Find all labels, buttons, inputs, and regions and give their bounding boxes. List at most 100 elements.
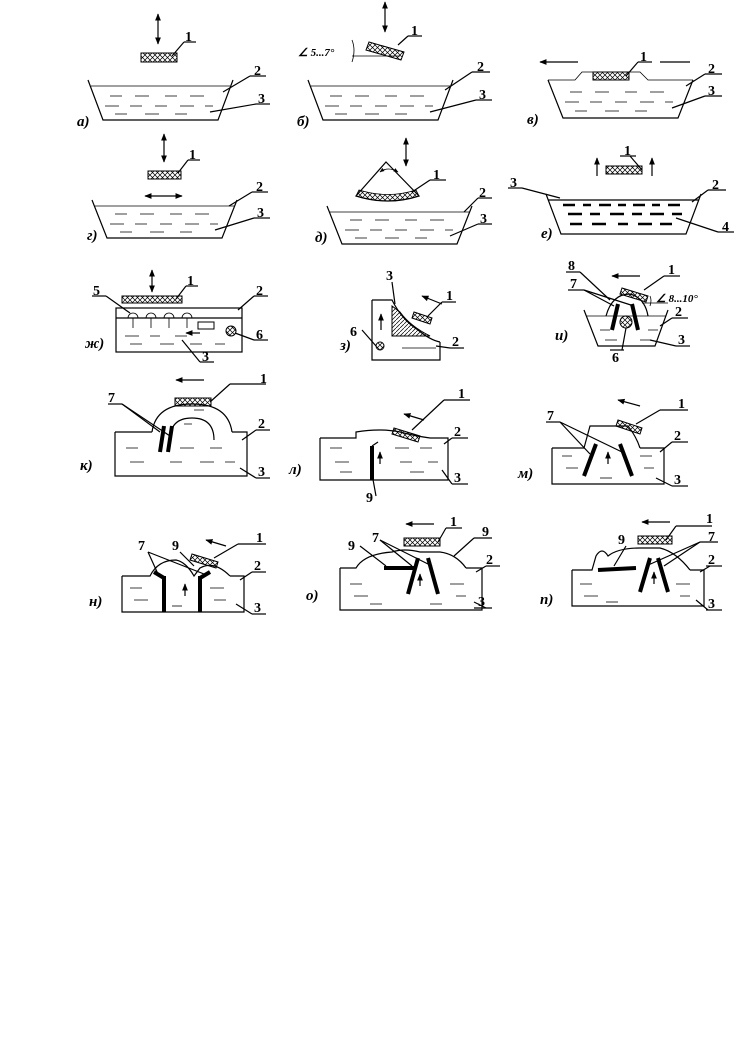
guide-blade <box>638 557 652 593</box>
bath <box>307 79 454 121</box>
callout-number: 4 <box>722 220 729 235</box>
bubble-row <box>127 312 193 328</box>
callout-number: 3 <box>386 269 393 284</box>
bath <box>91 199 238 239</box>
callout-number: 2 <box>675 305 682 320</box>
meniscus <box>391 305 431 337</box>
panel-label: ж) <box>85 336 104 352</box>
panel-label: е) <box>541 226 553 242</box>
callout-number: 2 <box>254 559 261 574</box>
panel-l: 1 2 3 9 л) <box>288 387 470 506</box>
liquid-arc <box>151 403 233 433</box>
panel-k: 1 7 2 3 к) <box>80 372 270 480</box>
guide-blade <box>158 425 166 453</box>
panel-a: 1 2 3 а) <box>77 13 270 130</box>
panel-i: ∠ 8...10° 8 7 1 2 3 6 и) <box>555 259 698 366</box>
heater-plate-tilted <box>391 427 421 443</box>
callout-number: 1 <box>185 30 192 45</box>
bath <box>121 575 245 613</box>
callout-number: 7 <box>708 530 715 545</box>
callout-number: 6 <box>350 325 357 340</box>
callout-number: 2 <box>708 553 715 568</box>
callout-number: 9 <box>618 533 625 548</box>
guide-blade <box>630 303 640 331</box>
callout-number: 3 <box>454 471 461 486</box>
bath <box>571 569 705 607</box>
bath <box>115 307 243 353</box>
particle-layer <box>563 203 682 226</box>
panel-label: в) <box>527 112 539 128</box>
panel-p: 1 9 7 2 3 п) <box>540 512 722 612</box>
callout-number: 2 <box>712 178 719 193</box>
callout-number: 9 <box>366 491 373 506</box>
heater-plate <box>403 537 441 547</box>
heater-plate <box>121 295 183 304</box>
callout-number: 3 <box>254 601 261 616</box>
callout-number: 6 <box>256 328 263 343</box>
callout-number: 1 <box>706 512 713 527</box>
callout-number: 2 <box>708 62 715 77</box>
heater-plate <box>140 52 178 63</box>
callout-number: 7 <box>138 539 145 554</box>
callout-number: 1 <box>256 531 263 546</box>
callout-number: 2 <box>258 417 265 432</box>
guide-blade <box>582 443 598 477</box>
callout-number: 2 <box>256 180 263 195</box>
bath <box>551 447 665 485</box>
callout-number: 3 <box>258 465 265 480</box>
callout-number: 1 <box>450 515 457 530</box>
panel-label: н) <box>89 594 102 610</box>
heater-plate-tilted <box>615 419 643 435</box>
callout-number: 8 <box>568 259 575 274</box>
angle-label: ∠ 8...10° <box>656 293 698 305</box>
panel-label: б) <box>297 114 309 130</box>
heater-plate <box>605 165 643 175</box>
panel-label: г) <box>87 228 98 244</box>
bath <box>87 79 234 121</box>
heater-plate <box>637 535 673 545</box>
callout-number: 1 <box>433 168 440 183</box>
bath <box>583 309 669 347</box>
guide-blade <box>618 443 634 477</box>
callout-number: 2 <box>254 64 261 79</box>
bath <box>319 437 449 481</box>
panel-label: д) <box>315 230 327 246</box>
callout-number: 3 <box>674 473 681 488</box>
roller <box>225 325 237 337</box>
panel-label: и) <box>555 328 568 344</box>
panel-b: ∠ 5...7° 1 2 3 б) <box>297 1 492 130</box>
callout-number: 2 <box>477 60 484 75</box>
panel-zh: 1 5 2 6 3 ж) <box>85 269 268 365</box>
callout-number: 2 <box>452 335 459 350</box>
callout-number: 1 <box>458 387 465 402</box>
callout-number: 1 <box>668 263 675 278</box>
panel-label: л) <box>288 462 302 478</box>
callout-number: 3 <box>479 88 486 103</box>
callout-number: 2 <box>674 429 681 444</box>
panel-label: п) <box>540 592 553 608</box>
heater-plate-tilted <box>189 553 219 569</box>
guide-blade <box>610 303 620 331</box>
callout-number: 3 <box>708 84 715 99</box>
callout-number: 2 <box>479 186 486 201</box>
panel-label: м) <box>517 466 533 482</box>
callout-number: 1 <box>446 289 453 304</box>
panel-m: 7 1 2 3 м) <box>517 397 688 488</box>
callout-number: 1 <box>678 397 685 412</box>
callout-number: 1 <box>411 24 418 39</box>
guide-blade <box>406 557 420 595</box>
callout-number: 7 <box>570 277 577 292</box>
panel-e: 1 3 2 4 е) <box>508 144 734 242</box>
bath <box>371 300 441 361</box>
panel-label: а) <box>77 114 90 130</box>
liquid-dashes <box>105 95 213 115</box>
panel-v: 1 2 3 в) <box>527 50 722 128</box>
roller <box>619 315 633 329</box>
guide-blade <box>656 557 670 593</box>
panel-label: з) <box>339 338 351 354</box>
angle-label: ∠ 5...7° <box>298 47 335 59</box>
panel-n: 7 9 1 2 3 н) <box>89 531 266 616</box>
callout-number: 7 <box>547 409 554 424</box>
panel-z: 3 1 6 2 з) <box>339 269 464 361</box>
